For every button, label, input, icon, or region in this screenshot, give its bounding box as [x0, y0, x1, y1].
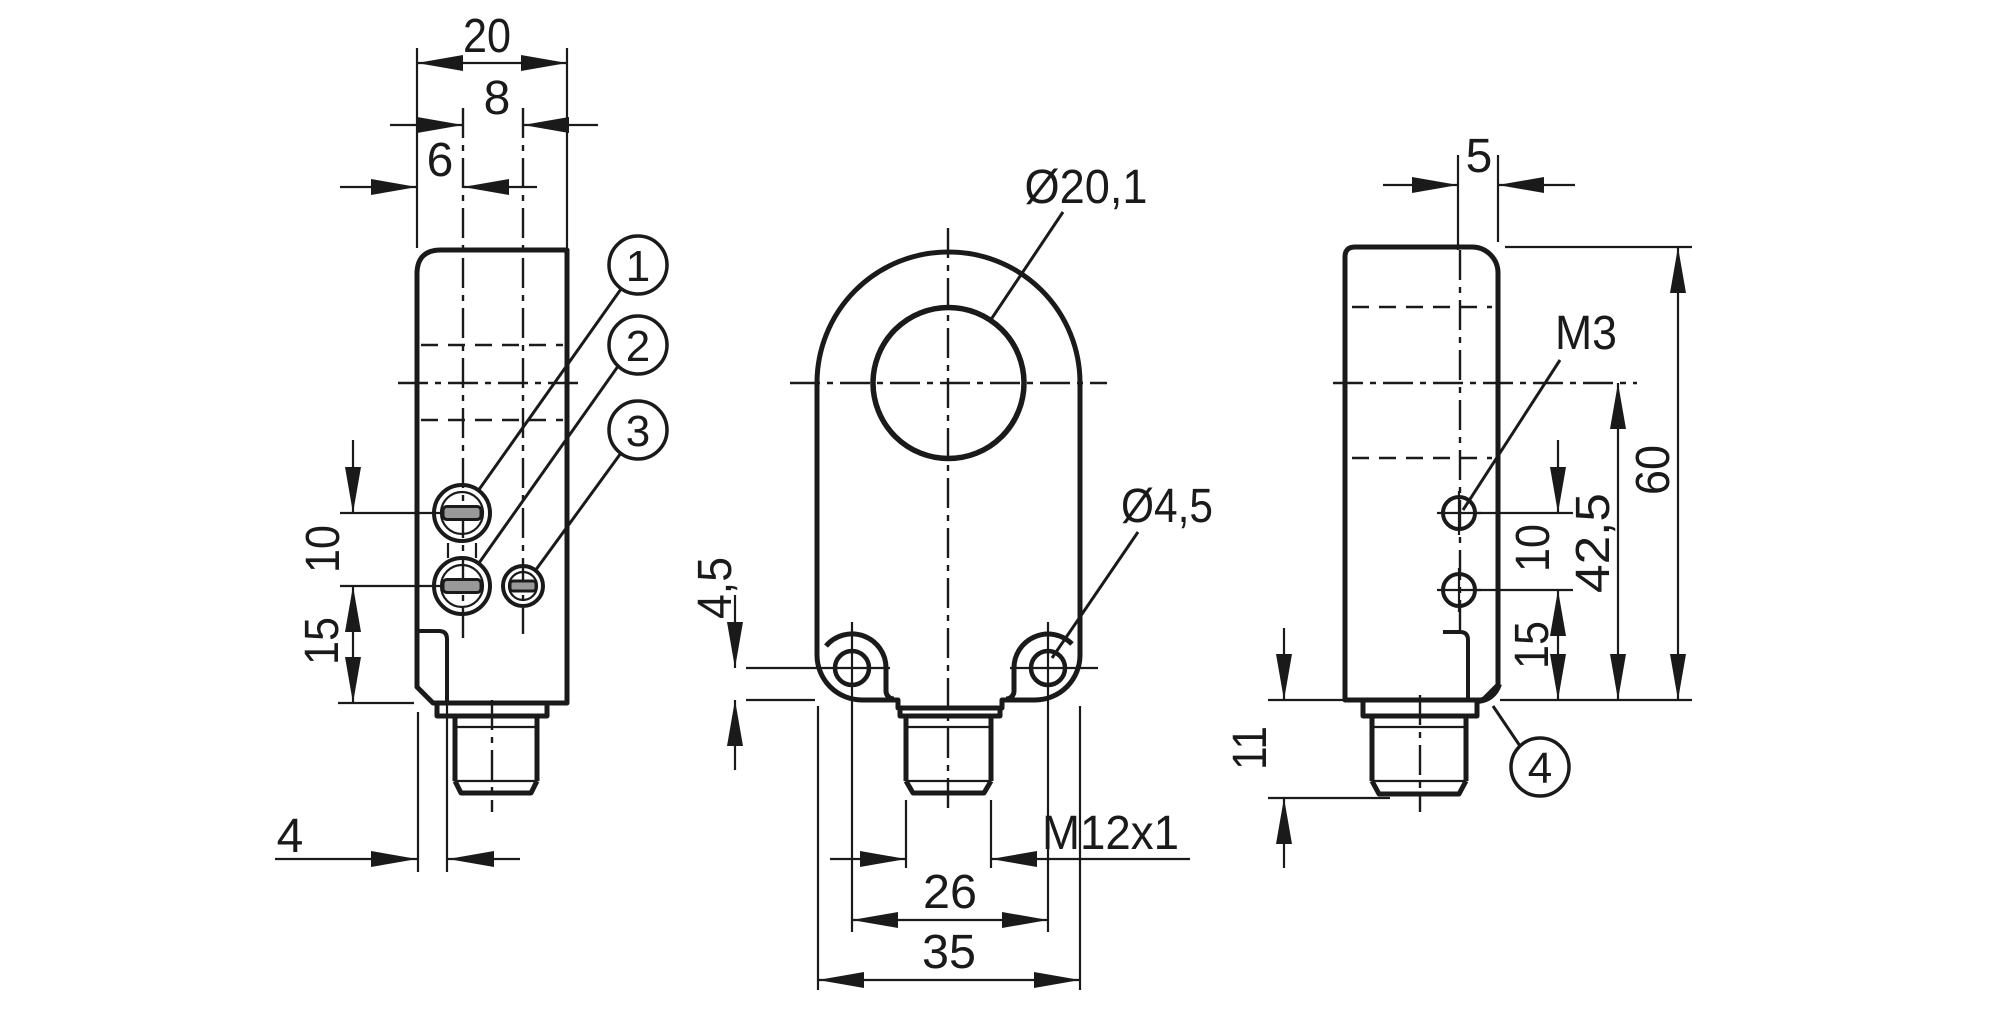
- callout-3-bubble: [607, 399, 669, 461]
- leader-line: [1461, 359, 1562, 511]
- callout-1: 1: [476, 234, 669, 492]
- left-side-view: 1 2 3 20: [275, 10, 669, 872]
- leader-line: [476, 288, 623, 492]
- dim-10: 10: [1507, 524, 1560, 572]
- housing-outline: [1342, 244, 1501, 703]
- housing-inner-step: [419, 629, 449, 703]
- housing-inner-step: [1443, 630, 1470, 700]
- m12-connector: [1360, 695, 1480, 812]
- m3-screw-upper: [1437, 491, 1481, 535]
- mount-hole-label: Ø4,5: [1050, 480, 1213, 659]
- dim-15: 15: [296, 617, 349, 665]
- mount-boss-left: [824, 631, 895, 702]
- left-view-dimensions: 20 8 6 10 15 4: [275, 10, 598, 872]
- dim-4: 4: [277, 810, 304, 863]
- dim-thread-m3: M3: [1555, 307, 1617, 360]
- callout-3: 3: [533, 399, 669, 572]
- leader-line: [533, 452, 623, 572]
- potentiometer-2: [432, 556, 492, 616]
- dim-mount-hole: Ø4,5: [1121, 480, 1213, 533]
- leader-line: [988, 211, 1065, 322]
- m12-connector: [897, 708, 1003, 796]
- housing-outline: [814, 249, 1083, 711]
- dim-35: 35: [922, 926, 976, 979]
- dim-26: 26: [923, 866, 977, 919]
- dim-10: 10: [297, 525, 350, 573]
- mount-boss-right: [1005, 631, 1074, 702]
- callout-2-label: 2: [626, 322, 650, 371]
- callout-2-bubble: [607, 314, 669, 376]
- front-view: Ø20,1 Ø4,5 4,5 M12x1: [689, 161, 1213, 990]
- callout-2: 2: [477, 314, 669, 564]
- m12-connector: [434, 700, 550, 812]
- leader-line: [477, 361, 623, 564]
- leader-line: [1491, 705, 1522, 747]
- m3-label: M3: [1461, 307, 1617, 511]
- callout-1-bubble: [607, 234, 669, 296]
- dim-60: 60: [1627, 445, 1680, 495]
- dim-4-5: 4,5: [689, 557, 742, 619]
- dim-5: 5: [1466, 130, 1493, 183]
- callout-4: 4: [1477, 682, 1571, 798]
- dim-ring-bore: Ø20,1: [1025, 161, 1148, 214]
- housing-outline: [414, 247, 570, 706]
- callout-4-label: 4: [1528, 744, 1552, 793]
- dim-42-5: 42,5: [1567, 493, 1620, 593]
- m3-screw-lower: [1437, 568, 1481, 612]
- dim-15: 15: [1506, 621, 1559, 669]
- dim-8: 8: [484, 72, 511, 125]
- potentiometer-3: [501, 564, 545, 608]
- front-view-dimensions: 4,5 M12x1 26 35: [689, 557, 1190, 990]
- right-view-dimensions: 5 10 15 42,5 60: [1224, 130, 1692, 868]
- right-side-view: M3 4 5: [1224, 130, 1692, 868]
- leader-line: [1050, 531, 1140, 659]
- dim-11: 11: [1224, 726, 1277, 770]
- dim-6: 6: [427, 134, 454, 187]
- potentiometer-1: [432, 483, 492, 543]
- dim-thread-m12: M12x1: [1042, 807, 1179, 860]
- callout-4-bubble: [1509, 736, 1571, 798]
- callout-3-label: 3: [626, 407, 650, 456]
- chamfer-emphasis-arc: [1477, 682, 1502, 704]
- dim-width-20: 20: [463, 10, 511, 63]
- callout-1-label: 1: [626, 242, 650, 291]
- ring-bore-label: Ø20,1: [988, 161, 1148, 322]
